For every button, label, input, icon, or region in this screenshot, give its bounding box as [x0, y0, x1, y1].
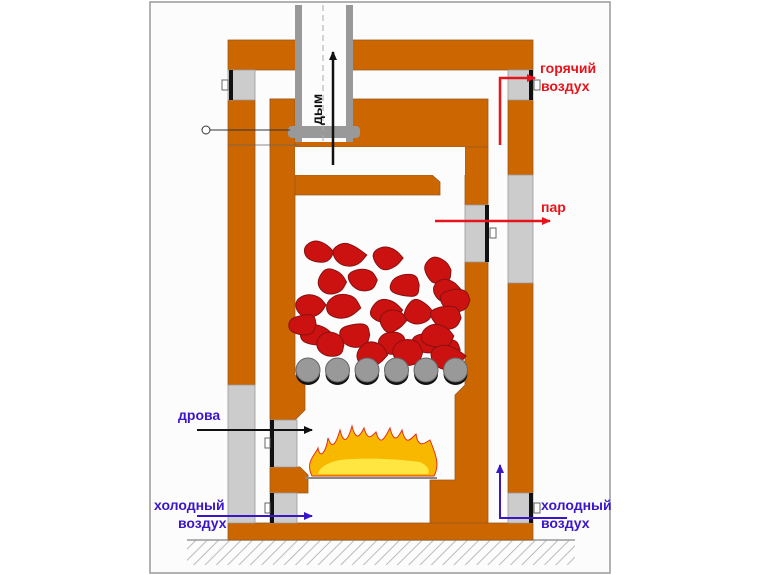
label-hot-air-1: горячий — [540, 60, 596, 76]
door-top-left — [229, 70, 233, 100]
door-top-right — [529, 70, 533, 100]
label-smoke: дым — [309, 94, 325, 125]
door-handles — [221, 79, 541, 514]
outer-right-wall-upper — [507, 99, 534, 176]
doors — [229, 70, 533, 523]
grate-bar — [443, 357, 468, 383]
stone — [347, 268, 378, 292]
damper-knob — [201, 125, 211, 135]
stone — [326, 293, 362, 319]
door-steam — [485, 205, 489, 262]
upper-flue-space — [295, 147, 465, 175]
door-ash — [270, 493, 274, 523]
damper-rod — [201, 125, 300, 146]
hot-air-arrow — [498, 74, 536, 145]
firebox — [305, 424, 438, 479]
inner-right-upper — [464, 146, 489, 206]
door-firebox — [270, 420, 274, 467]
label-cold-air-right-2: воздух — [541, 515, 590, 531]
door-bottom-right — [529, 493, 533, 523]
inner-right-lower — [429, 261, 489, 524]
ground — [187, 539, 575, 565]
cold-air-right-arrow — [496, 464, 567, 519]
stone — [317, 268, 348, 295]
stone — [288, 314, 317, 336]
stone — [429, 305, 462, 330]
outer-top-wall — [227, 39, 534, 71]
flame-inner — [318, 458, 429, 474]
label-cold-air-right-1: холодный — [541, 497, 612, 513]
outer-right-wall-lower — [507, 282, 534, 494]
outer-left-wall-upper — [227, 99, 256, 386]
base-slab — [227, 522, 534, 541]
stone — [316, 331, 345, 357]
damper-flange — [288, 126, 360, 138]
grate — [295, 357, 468, 385]
stone — [424, 256, 452, 285]
label-cold-air-left-1: холодный — [154, 497, 225, 513]
grate-bar — [325, 357, 350, 383]
heater-stones — [288, 240, 471, 370]
label-cold-air-left-2: воздух — [178, 515, 227, 531]
stone — [389, 273, 420, 297]
stone — [372, 246, 404, 271]
chimney-pipe — [288, 5, 360, 142]
smoke-deflector — [294, 174, 441, 196]
stone — [420, 323, 455, 348]
grate-bar — [354, 357, 380, 383]
label-firewood: дрова — [178, 407, 220, 423]
label-steam: пар — [541, 199, 566, 215]
stone — [303, 240, 335, 263]
label-hot-air-2: воздух — [541, 78, 590, 94]
grate-bar — [413, 357, 439, 383]
stone — [295, 294, 327, 319]
grate-bar — [384, 357, 409, 383]
grate-bar — [295, 357, 321, 383]
stone — [379, 309, 408, 333]
stone — [332, 242, 368, 267]
ash-door-lintel — [269, 466, 309, 494]
